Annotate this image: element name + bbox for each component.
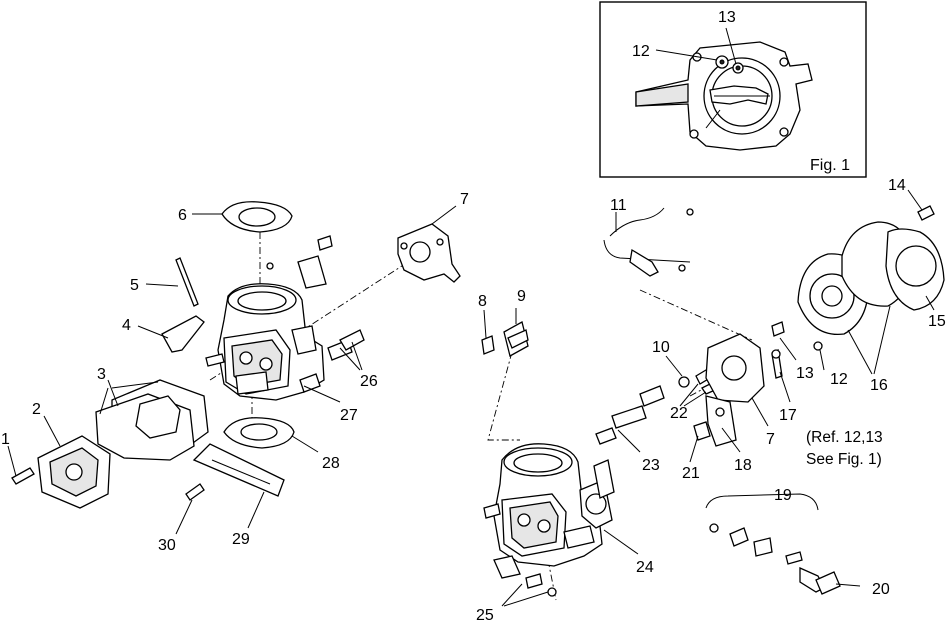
callout-13-main: 13	[796, 365, 814, 382]
callout-26: 26	[360, 373, 378, 390]
callout-9: 9	[517, 288, 526, 305]
inset-leader-lines	[655, 27, 737, 65]
callout-28: 28	[322, 455, 340, 472]
callout-11: 11	[610, 197, 627, 214]
reference-note: (Ref. 12,13 See Fig. 1)	[806, 429, 883, 468]
callout-6: 6	[178, 207, 187, 224]
callout-15: 15	[928, 313, 946, 330]
inset-figure-1	[599, 1, 867, 178]
callout-1: 1	[1, 431, 10, 448]
callout-2: 2	[32, 401, 41, 418]
callout-4: 4	[122, 317, 131, 334]
callout-3: 3	[97, 366, 106, 383]
callout-29: 29	[232, 531, 250, 548]
note-line-2: See Fig. 1)	[806, 451, 882, 468]
inset-callout-12: 12	[632, 43, 650, 60]
callout-24: 24	[636, 559, 654, 576]
callout-14: 14	[888, 177, 906, 194]
callout-22: 22	[670, 405, 688, 422]
callout-19: 19	[774, 487, 792, 504]
callout-30: 30	[158, 537, 176, 554]
callout-21: 21	[682, 465, 700, 482]
left-carburetor-assembly	[11, 201, 461, 509]
plate-29	[192, 443, 285, 497]
callout-12-main: 12	[830, 371, 848, 388]
note-line-1: (Ref. 12,13	[806, 429, 883, 446]
callout-18: 18	[734, 457, 752, 474]
callout-16: 16	[870, 377, 888, 394]
inset-labels: 12 13 Fig. 1	[632, 9, 850, 174]
callout-25: 25	[476, 607, 494, 622]
callout-8: 8	[478, 293, 487, 310]
callout-27: 27	[340, 407, 358, 424]
inset-callout-13: 13	[718, 9, 736, 26]
callout-labels: 1 2 3 4 5 6 7 7 8 9 10 11 12 12 13 13 14…	[1, 177, 946, 622]
callout-7-right: 7	[766, 431, 775, 448]
callout-23: 23	[642, 457, 660, 474]
callout-10: 10	[652, 339, 670, 356]
callout-7-left: 7	[460, 191, 469, 208]
inset-caption: Fig. 1	[810, 157, 850, 174]
callout-17: 17	[779, 407, 797, 424]
right-carburetor-assembly	[481, 205, 945, 601]
callout-20: 20	[872, 581, 890, 598]
leader-lines	[7, 189, 935, 607]
callout-5: 5	[130, 277, 139, 294]
inset-carb-flange-drawing	[635, 41, 813, 151]
